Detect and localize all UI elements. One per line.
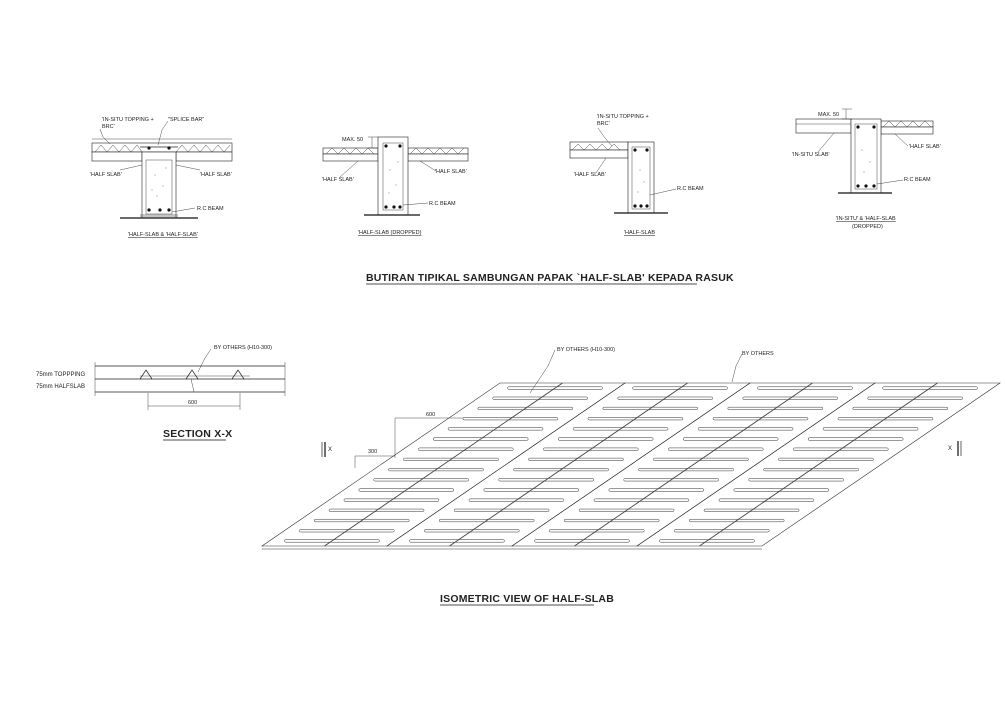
half-slab-panel xyxy=(636,382,1001,547)
section-dim-600: 600 xyxy=(188,400,197,406)
lattice-girder xyxy=(449,382,688,547)
detail-caption: 'HALF-SLAB & 'HALF-SLAB' xyxy=(128,232,198,238)
isometric-view: 600 300 X X BY OTHERS (H10-300) BY OTHER… xyxy=(261,347,1001,606)
section-x-x: 600 BY OTHERS (H10-300) 75mm TOPPPING 75… xyxy=(36,345,286,441)
iso-by-others-1: BY OTHERS (H10-300) xyxy=(557,347,615,353)
label-75mm-topping: 75mm TOPPPING xyxy=(36,372,85,378)
section-title: SECTION X-X xyxy=(163,428,232,440)
detail-caption: 'HALF-SLAB (DROPPED) xyxy=(358,230,422,236)
isometric-rebar-layer xyxy=(284,386,978,543)
label-brc: BRC' xyxy=(102,124,115,130)
label-in-situ-slab: 'IN-SITU SLAB' xyxy=(792,152,830,158)
label-half-slab-left: 'HALF SLAB' xyxy=(322,177,354,183)
lattice-girder xyxy=(324,382,563,547)
detail-half-slab-half-slab: 'IN-SITU TOPPING + BRC' "SPLICE BAR" 'HA… xyxy=(90,117,233,238)
label-brc: BRC' xyxy=(597,121,610,127)
section-by-others: BY OTHERS (H10-300) xyxy=(214,345,272,351)
iso-dim-300: 300 xyxy=(368,449,377,455)
iso-mark-x-right: X xyxy=(948,446,952,452)
label-in-situ-topping: 'IN-SITU TOPPING + xyxy=(597,114,649,120)
label-half-slab: 'HALF SLAB' xyxy=(574,172,606,178)
detail-half-slab-dropped: MAX. 50 'HALF SLAB' 'HALF SLAB' R.C BEAM… xyxy=(322,136,469,236)
label-rc-beam: R.C BEAM xyxy=(197,206,224,212)
iso-mark-x-left: X xyxy=(328,447,332,453)
label-rc-beam: R.C BEAM xyxy=(904,177,931,183)
detail-caption: 'HALF-SLAB xyxy=(624,230,655,236)
lattice-girder xyxy=(574,382,813,547)
detail-in-situ-half-slab-dropped: MAX. 50 'IN-SITU SLAB' 'HALF SLAB' R.C B… xyxy=(792,108,941,230)
label-half-slab-right: 'HALF SLAB' xyxy=(435,169,467,175)
label-max-50: MAX. 50 xyxy=(342,137,363,143)
label-half-slab-right: 'HALF SLAB' xyxy=(200,172,232,178)
iso-dim-600: 600 xyxy=(426,412,435,418)
label-splice-bar: "SPLICE BAR" xyxy=(168,117,204,123)
isometric-slab-layer xyxy=(261,382,1001,550)
label-in-situ-topping: 'IN-SITU TOPPING + xyxy=(102,117,154,123)
label-max-50: MAX. 50 xyxy=(818,112,839,118)
label-rc-beam: R.C BEAM xyxy=(677,186,704,192)
detail-caption-2: (DROPPED) xyxy=(852,224,883,230)
label-rc-beam: R.C BEAM xyxy=(429,201,456,207)
detail-half-slab-edge: 'IN-SITU TOPPING + BRC' 'HALF SLAB' R.C … xyxy=(569,114,704,236)
lattice-girder xyxy=(699,382,938,547)
main-title: BUTIRAN TIPIKAL SAMBUNGAN PAPAK `HALF-SL… xyxy=(366,272,734,284)
iso-by-others-2: BY OTHERS xyxy=(742,351,774,357)
label-half-slab-right: 'HALF SLAB' xyxy=(909,144,941,150)
label-half-slab-left: 'HALF SLAB' xyxy=(90,172,122,178)
isometric-title: ISOMETRIC VIEW OF HALF-SLAB xyxy=(440,593,614,605)
label-75mm-halfslab: 75mm HALFSLAB xyxy=(36,384,85,390)
detail-caption: 'IN-SITU' & 'HALF-SLAB xyxy=(836,216,896,222)
